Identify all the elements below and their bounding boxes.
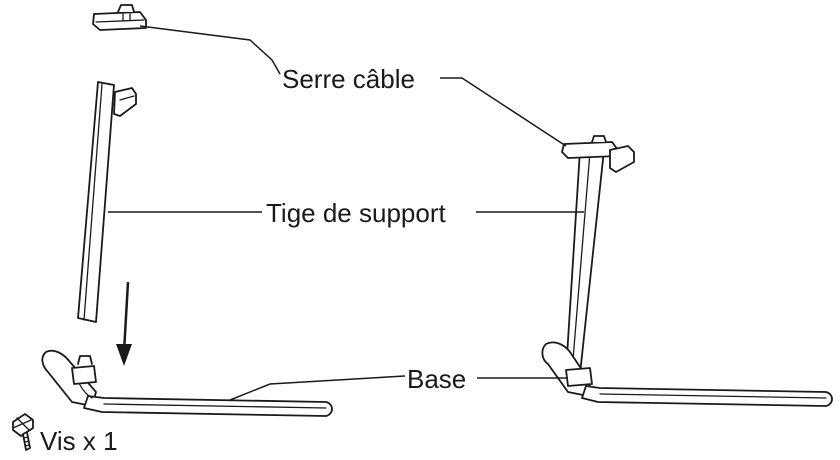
- leader-cable-clamp-right: [440, 77, 567, 147]
- leader-base-left: [229, 375, 406, 401]
- label-base: Base: [407, 364, 466, 394]
- leader-lines: [108, 25, 584, 401]
- down-arrow-icon: [116, 281, 132, 366]
- label-support-rod: Tige de support: [266, 198, 446, 228]
- loose-cable-clamp: [92, 4, 147, 31]
- loose-base: [41, 349, 333, 417]
- label-cable-clamp: Serre câble: [282, 64, 415, 94]
- leader-cable-clamp-left: [139, 25, 281, 75]
- loose-support-rod: [77, 81, 137, 323]
- assembled-stand: [541, 135, 833, 407]
- label-screw: Vis x 1: [40, 426, 118, 456]
- screw-icon: [12, 413, 34, 451]
